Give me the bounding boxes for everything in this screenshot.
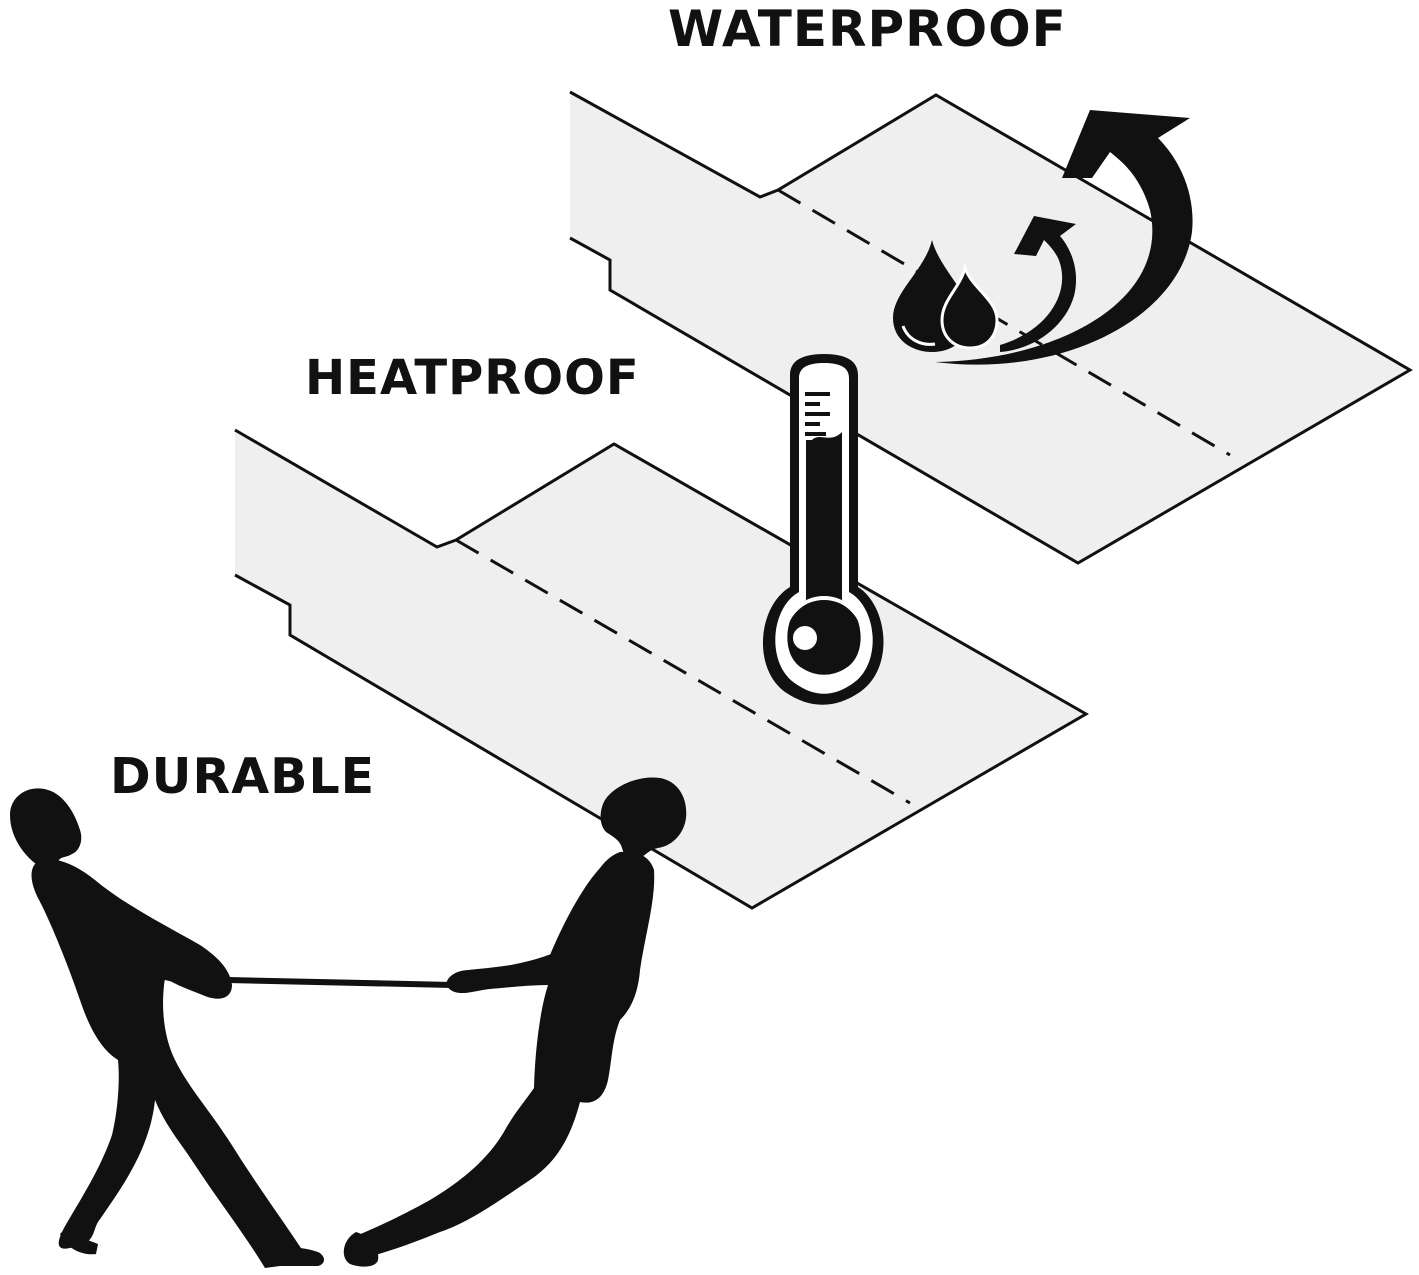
drop-highlight [901,325,936,346]
water-drops-icon [893,240,999,352]
thermometer-mercury [787,432,861,675]
left-person-silhouette [10,788,324,1268]
rope [227,977,453,988]
heatproof-label: HEATPROOF [305,350,640,406]
tug-of-war-icon [10,777,687,1268]
splash-arrow-large-icon [935,110,1193,365]
splash-arrow-small-icon [1000,216,1077,352]
heatproof-sheet-outline [234,428,1090,910]
right-person-silhouette [343,777,687,1267]
thermometer-bulb-highlight [793,626,817,650]
heatproof-sheet-fold [455,538,911,805]
thermometer-bulb-ring [782,596,866,680]
heatproof-sheet-fill [235,430,1086,908]
durable-label: DURABLE [110,748,376,805]
thermometer-icon [762,354,884,705]
heatproof-sheet [234,428,1090,910]
waterproof-sheet-outline [569,90,1413,565]
water-drop-small [940,262,999,350]
thermometer-scale [805,392,830,436]
waterproof-sheet-fold [777,188,1231,457]
waterproof-label: WATERPROOF [668,0,1067,58]
